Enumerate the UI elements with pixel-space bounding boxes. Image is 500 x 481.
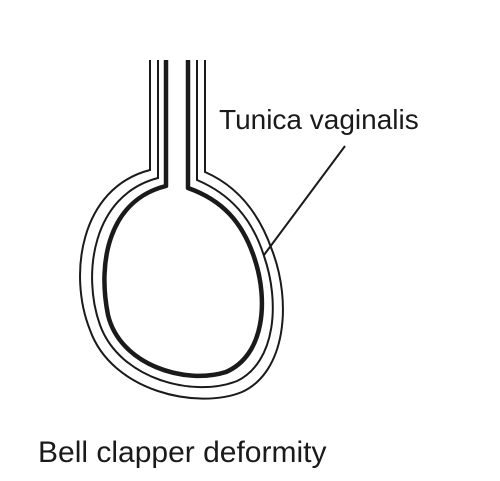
tunica-leader-line bbox=[263, 145, 346, 256]
tunica-vaginalis-outline bbox=[79, 60, 284, 400]
diagram-caption: Bell clapper deformity bbox=[38, 436, 327, 469]
testis-outline bbox=[102, 60, 265, 379]
tunica-vaginalis-label: Tunica vaginalis bbox=[219, 104, 419, 135]
tunica-inner-layer bbox=[91, 60, 274, 389]
